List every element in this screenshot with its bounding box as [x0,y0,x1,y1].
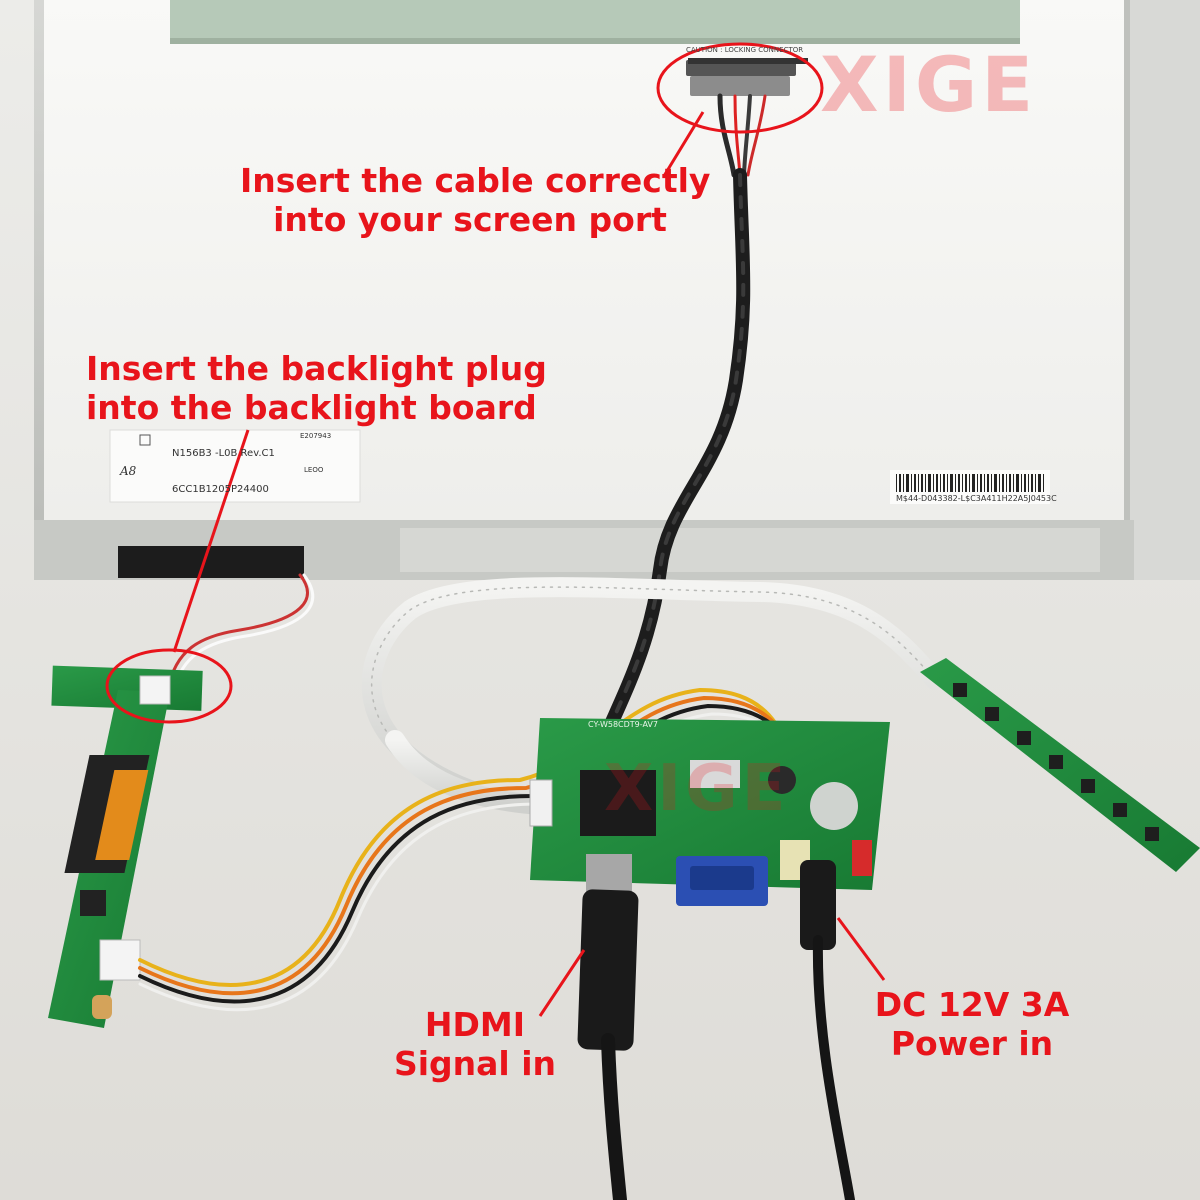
barcode-bar [999,474,1000,492]
panel-connector-warning: CAUTION : LOCKING CONNECTOR [686,46,804,54]
keypad-button [1113,803,1127,817]
barcode-bar [947,474,948,492]
keypad-board [920,658,1200,872]
keypad-button [985,707,999,721]
highlight-circles [105,42,824,724]
barcode-bar [1013,474,1014,492]
keypad-button [1081,779,1095,793]
cable-callout-line-2: into your screen port [273,199,667,239]
panel-leoo-label: LEOO [304,466,324,474]
barcode-bar [899,474,901,492]
barcode-bar [980,474,982,492]
hdmi-callout-line-2: Signal in [393,1043,557,1083]
barcode-bar [943,474,945,492]
hdmi-callout-line-1: HDMI [424,1005,526,1044]
barcode-bar [962,474,963,492]
connector-highlight-circle [656,42,824,134]
barcode-bar [1031,474,1033,492]
cable-callout: Insert the cable correctly into your scr… [240,161,711,240]
barcode-bar [958,474,960,492]
barcode-bar [994,474,997,492]
barcode-bar [977,474,978,492]
barcode-bar [965,474,967,492]
panel-barcode-text: M$44-D043382-L$C3A411H22A5J0453C [896,494,1057,503]
barcode-bar [969,474,970,492]
keypad-button [1017,731,1031,745]
controller-model-label: CY-W58CDT9-AV7 [588,720,658,729]
panel-model-label: N156B3 -L0B Rev.C1 [172,448,275,459]
watermark-top: XIGE [820,40,1038,129]
barcode-bar [1043,474,1044,492]
keypad-ribbon-cable [361,577,945,815]
barcode-bar [914,474,916,492]
backlight-callout: Insert the backlight plug into the backl… [86,349,547,428]
hdmi-callout: HDMI Signal in [380,1005,570,1084]
barcode-bar [911,474,912,492]
panel-signature: A8 [120,464,137,478]
barcode-bar [928,474,931,492]
inverter-power-wires [138,687,820,1012]
cable-callout-line-1: Insert the cable correctly [240,161,711,200]
backlight-callout-line-1: Insert the backlight plug [86,349,547,388]
barcode-bar [918,474,919,492]
keypad-button [1049,755,1063,769]
barcode-bar [955,474,956,492]
barcode-sticker [890,470,1050,504]
barcode-bar [925,474,926,492]
lvds-cable [593,93,767,757]
panel-serial-label: 6CC1B1205P24400 [172,484,269,495]
barcode-bar [972,474,975,492]
power-callout: DC 12V 3A Power in [852,985,1092,1064]
barcode-bar [1028,474,1029,492]
keypad-button [1145,827,1159,841]
barcode-bar [940,474,941,492]
barcode-bar [950,474,953,492]
dc-power-cable [800,860,855,1200]
barcode-bar [906,474,909,492]
keypad-button [953,683,967,697]
backlight-callout-line-2: into the backlight board [86,387,537,427]
callout-leader-lines [172,111,886,1017]
barcode-bar [984,474,985,492]
barcode-bar [1016,474,1019,492]
barcode-bar [1006,474,1007,492]
barcode-bar [987,474,989,492]
barcode-bar [1021,474,1022,492]
backlight-plug-highlight-circle [105,648,233,724]
barcode-bar [1002,474,1004,492]
watermark-board: XIGE [604,752,790,826]
power-callout-line-1: DC 12V 3A [874,985,1070,1024]
barcode-bar [933,474,934,492]
controller-board [529,718,890,906]
barcode-bar [1038,474,1041,492]
barcode-bar [991,474,992,492]
barcode-bar [936,474,938,492]
power-callout-line-2: Power in [890,1023,1054,1063]
barcode-bar [1009,474,1011,492]
barcode-bar [1035,474,1036,492]
barcode-bar [903,474,904,492]
panel-lvds-connector [686,58,808,96]
backlight-wire [166,573,315,692]
panel-cert-label: E207943 [300,432,332,440]
barcode-bar [896,474,897,492]
barcode-bar [1024,474,1026,492]
backlight-inverter-board [48,665,203,1028]
lcd-panel [34,0,1200,580]
barcode-bar [921,474,923,492]
hdmi-cable [577,889,639,1200]
